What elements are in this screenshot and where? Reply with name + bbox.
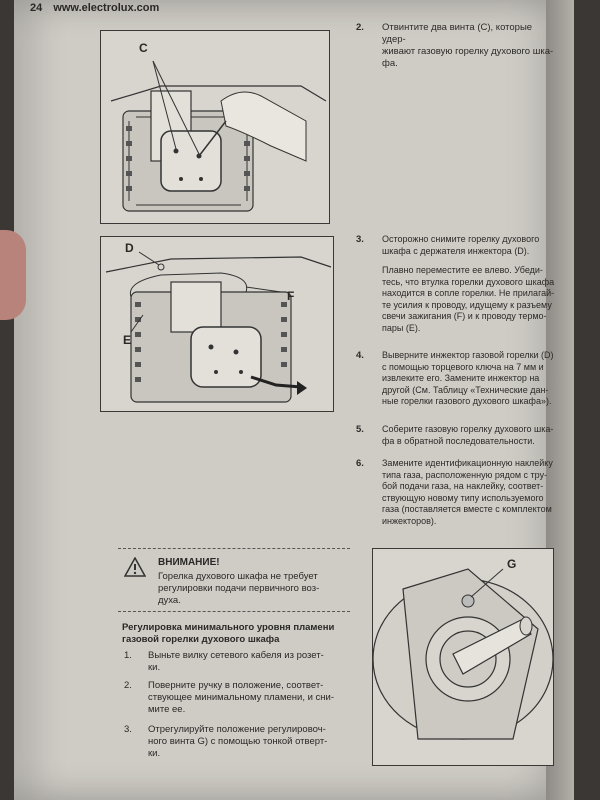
figure-remove-burner: D F E: [100, 236, 334, 412]
thumb: [0, 230, 26, 320]
label-d: D: [125, 241, 134, 255]
section-title: Регулировка минимального уровня пламени …: [122, 622, 352, 646]
step-line: Осторожно снимите горелку духового: [382, 234, 540, 244]
warning-line: Горелка духового шкафа не требует: [158, 571, 318, 582]
step-line: типа газа, расположенную рядом с тру-: [382, 469, 548, 480]
step-line: Плавно переместите ее влево. Убеди-: [382, 265, 543, 275]
step-number: 1.: [124, 650, 132, 661]
step-line: Выньте вилку сетевого кабеля из розет-: [148, 650, 324, 661]
page-number: 24: [30, 2, 43, 14]
page-header: 24 www.electrolux.com: [30, 2, 167, 14]
step-number: 2.: [124, 680, 132, 691]
step-line: Поверните ручку в положение, соответ-: [148, 680, 324, 691]
step-line: ки.: [148, 662, 161, 673]
step-line: Выверните инжектор газовой горелки (D): [382, 350, 554, 360]
section-title-line: газовой горелки духового шкафа: [122, 634, 280, 645]
step-line: бой подачи газа, на наклейку, соответ-: [382, 481, 544, 491]
step-number: 6.: [356, 458, 364, 469]
warning-text: Горелка духового шкафа не требует регули…: [158, 571, 348, 607]
step-line: Отвинтите два винта (C), которые удер-: [382, 22, 533, 45]
label-f: F: [287, 289, 295, 303]
warning-box: ВНИМАНИЕ! Горелка духового шкафа не треб…: [118, 548, 350, 612]
step-line: Соберите газовую горелку духового шка-: [382, 424, 554, 434]
site-url: www.electrolux.com: [53, 2, 160, 14]
step-line: свечи зажигания (F) и к проводу термо-: [382, 311, 547, 321]
step-line: ствующую новому типу используемого: [382, 492, 544, 503]
label-c: C: [139, 41, 148, 55]
section-title-line: Регулировка минимального уровня пламени: [122, 622, 335, 633]
warning-triangle-icon: [124, 557, 146, 577]
step-number: 3.: [356, 234, 364, 245]
step-line: ки.: [148, 748, 161, 759]
label-e: E: [123, 333, 132, 347]
step-line: другой (См. Таблицу «Технические дан-: [382, 384, 549, 395]
step-line: мите ее.: [148, 704, 186, 715]
step-line: инжекторов).: [382, 515, 437, 526]
figure-remove-burner-drawing: [105, 251, 332, 403]
step-line: тесь, что втулка горелки духового шкафа: [382, 276, 555, 287]
step-line: Замените идентификационную наклейку: [382, 458, 553, 468]
step-number: 5.: [356, 424, 364, 435]
step-line: фа.: [382, 58, 398, 69]
warning-title: ВНИМАНИЕ!: [158, 557, 220, 568]
step-line: живают газовую горелку духового шка-: [382, 46, 554, 57]
step-line: ствующее минимальному пламени, и сни-: [148, 692, 335, 703]
step-line: пары (E).: [382, 322, 421, 333]
warning-line: регулировки подачи первичного воз-: [158, 583, 320, 594]
step-line: фа в обратной последовательности.: [382, 435, 535, 446]
step-line: те усилия к проводу, идущему к разъему: [382, 299, 552, 310]
step-line: извлеките его. Замените инжектор на: [382, 373, 540, 383]
step-number: 3.: [124, 724, 132, 735]
figure-remove-screws-drawing: [110, 60, 327, 212]
figure-adjust-screw-drawing: [373, 568, 553, 740]
step-number: 2.: [356, 22, 364, 33]
step-line: газа (поставляется вместе с комплектом: [382, 504, 552, 514]
label-g: G: [507, 557, 517, 571]
step-line: шкафа с держателя инжектора (D).: [382, 245, 530, 256]
step-line: находится в сопле горелки. Не прилагай-: [382, 288, 555, 298]
step-line: с помощью торцевого ключа на 7 мм и: [382, 361, 544, 372]
figure-remove-screws: C: [100, 30, 330, 224]
step-line: Отрегулируйте положение регулировоч-: [148, 724, 326, 735]
warning-line: духа.: [158, 595, 181, 606]
step-line: ного винта G) с помощью тонкой отверт-: [148, 736, 328, 747]
step-number: 4.: [356, 350, 364, 361]
figure-adjust-screw: G: [372, 548, 554, 766]
step-line: ные горелки газового духового шкафа»).: [382, 396, 552, 406]
